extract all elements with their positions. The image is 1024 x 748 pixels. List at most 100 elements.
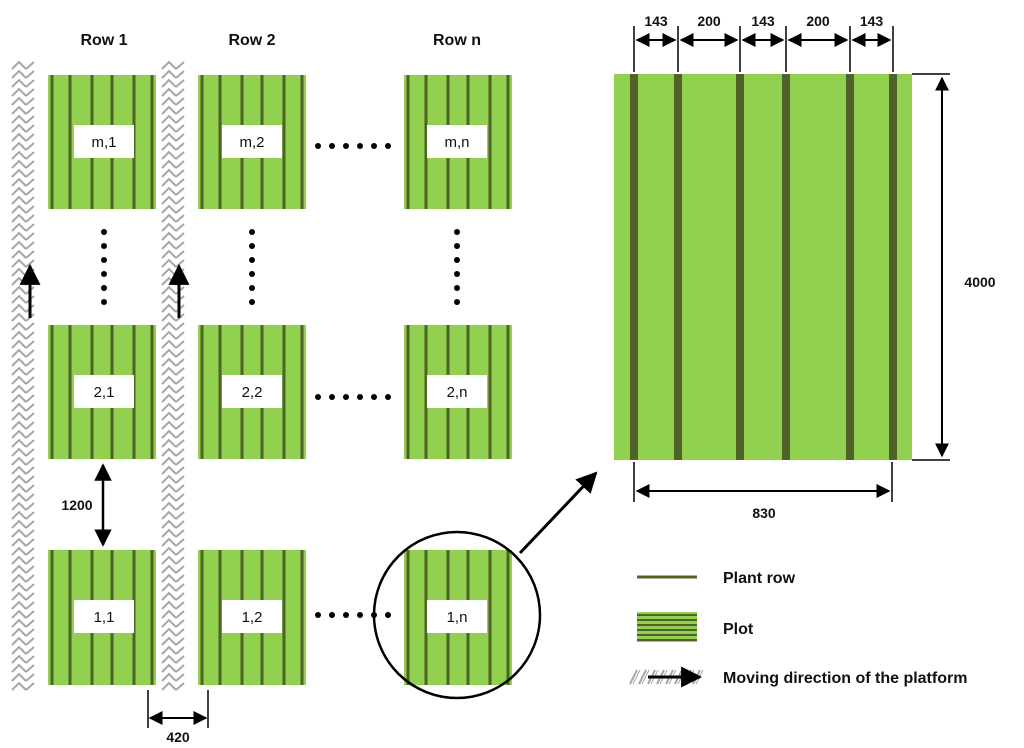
ellipsis-dot — [357, 143, 363, 149]
ellipsis-dot — [315, 143, 321, 149]
ellipsis-dots — [101, 143, 460, 618]
ellipsis-dot — [371, 143, 377, 149]
plot-label-1-n: 1,n — [447, 609, 468, 626]
ellipsis-dot — [101, 229, 107, 235]
ellipsis-dot — [343, 612, 349, 618]
ellipsis-dot — [249, 299, 255, 305]
ellipsis-dot — [454, 243, 460, 249]
plant-row-stripe — [488, 325, 492, 459]
row-spacing-label: 200 — [806, 13, 830, 29]
legend-plot-swatch — [637, 612, 697, 642]
plant-row-stripe — [68, 550, 72, 685]
plot-spacing-label: 1200 — [61, 497, 92, 513]
detailed-plot-field — [614, 74, 912, 460]
column-header-row-1: Row 1 — [80, 32, 127, 49]
ellipsis-dot — [249, 229, 255, 235]
plant-row-stripe — [50, 325, 54, 459]
plot-label-2-n: 2,n — [447, 384, 468, 401]
plant-row-stripe — [68, 325, 72, 459]
ellipsis-dot — [454, 257, 460, 263]
detailed-plant-row-stripe — [782, 74, 790, 460]
ellipsis-dot — [385, 394, 391, 400]
legend: Plant row Plot Moving direction of the p… — [629, 570, 967, 688]
plant-row-stripe — [424, 325, 428, 459]
ellipsis-dot — [101, 271, 107, 277]
plant-row-stripe — [282, 550, 286, 685]
plant-row-stripe — [300, 75, 304, 209]
ellipsis-dot — [343, 394, 349, 400]
plot-label-m-2: m,2 — [239, 134, 264, 151]
ellipsis-dot — [101, 243, 107, 249]
detailed-plant-row-stripe — [889, 74, 897, 460]
legend-moving-direction-label: Moving direction of the platform — [723, 670, 967, 687]
plant-row-stripe — [50, 75, 54, 209]
plot-label-1-1: 1,1 — [94, 609, 115, 626]
ellipsis-dot — [454, 285, 460, 291]
plant-row-stripe — [506, 550, 510, 685]
detailed-plot — [614, 74, 912, 460]
row-spacing-label: 143 — [751, 13, 775, 29]
plant-row-stripe — [68, 75, 72, 209]
ellipsis-dot — [329, 612, 335, 618]
plot-label-m-n: m,n — [444, 134, 469, 151]
plot-label-1-2: 1,2 — [242, 609, 263, 626]
zoom-circle — [372, 530, 542, 700]
ellipsis-dot — [101, 285, 107, 291]
plant-row-stripe — [50, 550, 54, 685]
plant-row-stripe — [150, 550, 154, 685]
path-width-label: 420 — [166, 729, 190, 745]
plant-row-stripe — [218, 550, 222, 685]
plant-row-stripe — [424, 75, 428, 209]
ellipsis-dot — [454, 229, 460, 235]
plot-label-2-2: 2,2 — [242, 384, 263, 401]
plant-row-stripe — [506, 75, 510, 209]
plot-label-m-1: m,1 — [91, 134, 116, 151]
ellipsis-dot — [343, 143, 349, 149]
ellipsis-dot — [385, 143, 391, 149]
plant-row-stripe — [218, 75, 222, 209]
legend-plot-label: Plot — [723, 621, 754, 638]
ellipsis-dot — [249, 271, 255, 277]
row-spacing-label: 143 — [644, 13, 668, 29]
ellipsis-dot — [357, 612, 363, 618]
plot-labels: m,1 m,2 m,n 2,1 2,2 2,n 1,1 1,2 1,n — [74, 125, 487, 633]
zoom-pointer-arrow — [518, 471, 598, 555]
detailed-plant-row-stripe — [630, 74, 638, 460]
ellipsis-dot — [385, 612, 391, 618]
plant-row-stripe — [300, 325, 304, 459]
row-spacing-dimensions: 143 200 143 200 143 — [633, 13, 894, 72]
plot-width-label: 830 — [752, 505, 776, 521]
plant-row-stripe — [506, 325, 510, 459]
plot-height-label: 4000 — [964, 274, 995, 290]
plant-row-stripe — [150, 75, 154, 209]
ellipsis-dot — [249, 285, 255, 291]
detailed-plant-row-stripe — [674, 74, 682, 460]
plant-row-stripe — [200, 325, 204, 459]
platform-path-left — [11, 60, 35, 691]
detailed-plant-row-stripe — [846, 74, 854, 460]
plant-row-stripe — [300, 550, 304, 685]
ellipsis-dot — [329, 143, 335, 149]
plant-row-stripe — [488, 550, 492, 685]
ellipsis-dot — [315, 612, 321, 618]
row-spacing-label: 143 — [860, 13, 884, 29]
ellipsis-dot — [454, 271, 460, 277]
row-spacing-label: 200 — [697, 13, 721, 29]
ellipsis-dot — [249, 243, 255, 249]
column-header-row-n: Row n — [433, 32, 481, 49]
ellipsis-dot — [315, 394, 321, 400]
ellipsis-dot — [371, 394, 377, 400]
plant-row-stripe — [282, 75, 286, 209]
ellipsis-dot — [357, 394, 363, 400]
ellipsis-dot — [329, 394, 335, 400]
legend-plant-row-label: Plant row — [723, 570, 796, 587]
column-header-row-2: Row 2 — [228, 32, 275, 49]
plant-row-stripe — [424, 550, 428, 685]
plant-row-stripe — [406, 325, 410, 459]
plant-row-stripe — [200, 75, 204, 209]
plant-row-stripe — [488, 75, 492, 209]
ellipsis-dot — [101, 299, 107, 305]
plant-row-stripe — [406, 550, 410, 685]
plant-row-stripe — [282, 325, 286, 459]
